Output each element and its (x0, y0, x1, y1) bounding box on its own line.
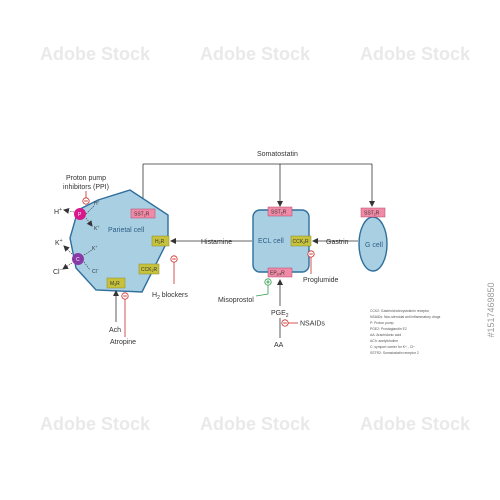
aa-label: AA (274, 342, 284, 349)
svg-text:M3R: M3R (110, 281, 120, 287)
misoprostol-stimulation: Misoprostol (218, 278, 272, 304)
g-cell: G cell (358, 216, 388, 272)
legend-item: CCK2: Gastrin/cholecystokinin receptor (370, 309, 430, 313)
gastrin-label: Gastrin (326, 239, 349, 246)
cl-ion-cell: Cl− (92, 268, 99, 275)
legend: CCK2: Gastrin/cholecystokinin receptor N… (370, 309, 441, 355)
legend-item: AA: Arachidonic acid (370, 333, 401, 337)
ep-receptor: EP2/4R (267, 267, 293, 278)
svg-text:CCK2R: CCK2R (293, 239, 310, 245)
watermark-text: Adobe Stock (200, 44, 311, 64)
h-ion-lumen: H+ (54, 207, 62, 216)
svg-text:SST2R: SST2R (364, 211, 380, 217)
pge2-label: PGE2 (271, 310, 289, 319)
ion-flows: H+ H+ K+ K+ K+ Cl− Cl− (53, 200, 100, 276)
cl-ion-lumen: Cl− (53, 267, 63, 276)
ecl-cell-label: ECL cell (258, 238, 284, 245)
proton-pump-icon (74, 208, 86, 220)
h2-blockers-label: H2 blockers (152, 292, 188, 301)
legend-item: C: symport carrier for K+ , Cl− (370, 345, 415, 349)
legend-item: PGE2: Prostaglandin E2 (370, 327, 407, 331)
watermark-text: Adobe Stock (40, 44, 151, 64)
nsaids-inhibition: NSAIDs (281, 319, 325, 328)
symport-carrier-icon (72, 253, 84, 265)
sst2r-parietal: SST2R (130, 208, 156, 219)
watermark-text: Adobe Stock (360, 44, 471, 64)
atropine-label: Atropine (110, 339, 136, 346)
k-ion-cell-lower: K+ (92, 245, 97, 252)
ach-label: Ach (109, 327, 121, 334)
legend-item: NSAIDs: Non-steroidal anti inflammatory … (370, 315, 441, 319)
svg-text:C: C (76, 257, 80, 263)
somatostatin-pathway: Somatostatin (140, 151, 375, 207)
k-ion-cell: K+ (94, 225, 99, 232)
cck2r-parietal: CCK2R (138, 263, 160, 275)
ach-pathway: Ach (109, 290, 121, 334)
histamine-label: Histamine (201, 239, 232, 246)
watermark-id: #1517469850 (486, 282, 496, 337)
sst2r-g: SST2R (360, 207, 386, 218)
svg-text:EP2/4R: EP2/4R (270, 271, 285, 277)
sst2r-ecl: SST2R (267, 206, 293, 217)
m3r-receptor: M3R (106, 277, 126, 289)
ppi-inhibition: Proton pump inhibitors (PPI) (63, 175, 109, 205)
gastrin-pathway: Gastrin (312, 238, 358, 246)
svg-text:SST2R: SST2R (271, 210, 287, 216)
histamine-pathway: Histamine (170, 238, 252, 246)
legend-item: ACh: acetylcholine (370, 339, 398, 343)
ppi-label-line2: inhibitors (PPI) (63, 184, 109, 191)
legend-item: SSTR2: Somatostatin receptor 2 (370, 351, 419, 355)
cck2r-ecl: CCK2R (290, 235, 312, 247)
svg-text:P: P (78, 212, 82, 218)
proton-pump: P (74, 208, 86, 220)
h2-blocker-inhibition: H2 blockers (152, 255, 188, 301)
misoprostol-label: Misoprostol (218, 297, 254, 304)
parietal-cell-label: Parietal cell (108, 227, 145, 234)
watermark: Adobe Stock Adobe Stock Adobe Stock Adob… (40, 44, 496, 434)
ppi-label-line1: Proton pump (66, 175, 106, 182)
k-ion-lumen: K+ (55, 238, 63, 247)
pge2-pathway: PGE2 AA (270, 279, 290, 349)
svg-text:H2R: H2R (155, 239, 165, 245)
svg-text:CCK2R: CCK2R (141, 267, 158, 273)
legend-item: P: Proton pump (370, 321, 394, 325)
atropine-inhibition: Atropine (110, 292, 136, 346)
g-cell-label: G cell (365, 242, 383, 249)
watermark-text: Adobe Stock (40, 414, 151, 434)
watermark-text: Adobe Stock (360, 414, 471, 434)
proglumide-inhibition: Proglumide (303, 250, 339, 284)
h2r-receptor: H2R (151, 235, 170, 247)
nsaids-label: NSAIDs (300, 321, 325, 328)
h-ion-cell: H+ (94, 200, 100, 207)
symport-carrier: C (72, 253, 84, 265)
watermark-text: Adobe Stock (200, 414, 311, 434)
proglumide-label: Proglumide (303, 277, 339, 284)
somatostatin-label: Somatostatin (257, 151, 298, 158)
svg-text:SST2R: SST2R (134, 212, 150, 218)
